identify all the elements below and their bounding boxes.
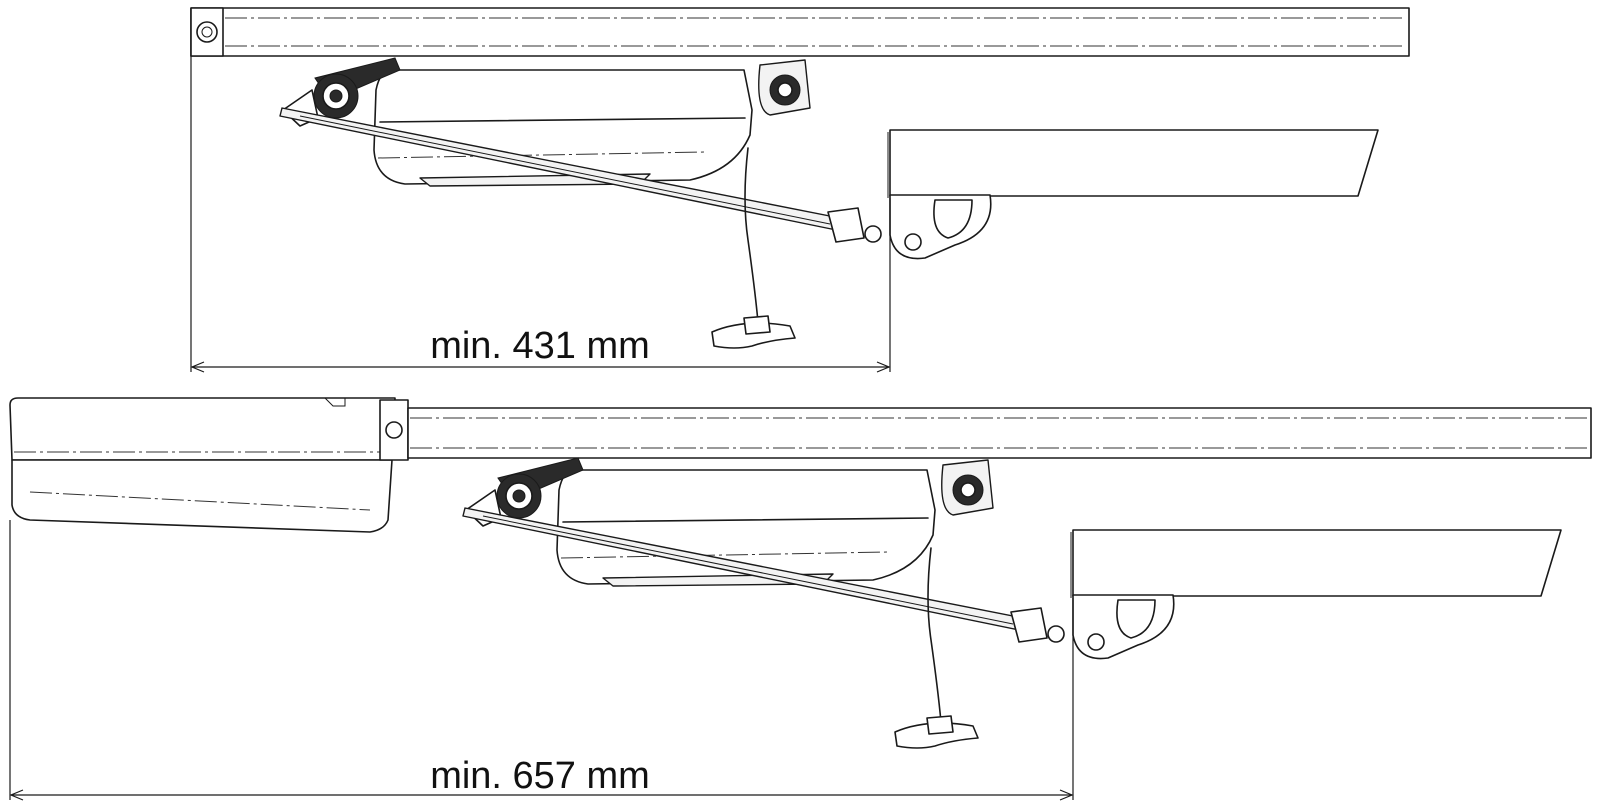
top-rail xyxy=(190,7,1410,57)
top-opener-assembly xyxy=(279,57,992,349)
bottom-rail xyxy=(407,407,1592,459)
top-dimension-label: min. 431 mm xyxy=(430,325,650,367)
bottom-door xyxy=(1070,529,1562,599)
bottom-motor-head xyxy=(9,397,409,533)
top-installation: min. 431 mm xyxy=(190,7,1410,373)
bottom-dimension: min. 657 mm xyxy=(9,520,1074,801)
bottom-installation: min. 657 mm xyxy=(9,397,1592,801)
bottom-opener-assembly xyxy=(462,457,1175,749)
top-door xyxy=(887,129,1379,199)
top-dimension: min. 431 mm xyxy=(190,56,891,373)
bottom-dimension-label: min. 657 mm xyxy=(430,755,650,797)
